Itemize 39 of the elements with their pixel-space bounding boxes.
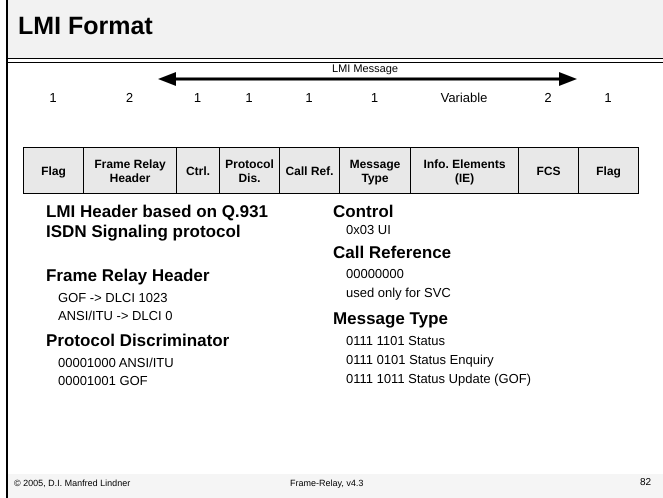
sub-point: GOF -> DLCI 1023 [58,290,168,306]
bullet-point: Frame Relay Header [46,266,210,286]
field-length: 1 [304,90,314,105]
sub-point: ANSI/ITU -> DLCI 0 [58,308,174,324]
footer-text: © 2005, D.I. Manfred Lindner [14,478,130,488]
bullet-point: Message Type [333,309,449,329]
field-length: 1 [603,90,613,105]
frame-field-cell: Flag [23,147,84,194]
span-label: LMI Message [330,63,400,75]
sub-point: 0111 1101 Status [346,333,446,349]
bullet-point: Control [333,202,394,222]
sub-point: 0x03 UI [346,222,392,238]
field-length: 1 [244,90,254,105]
sub-point: used only for SVC [346,285,452,301]
bullet-point: Call Reference [333,243,452,263]
bullet-point: Protocol Discriminator [46,331,230,351]
frame-field-cell: Frame Relay Header [83,147,177,194]
page-number: 82 [640,477,652,488]
frame-field-cell: Info. Elements (IE) [410,147,519,194]
frame-field-cell: Call Ref. [279,147,340,194]
field-length: 2 [124,90,134,105]
frame-field-cell: Message Type [339,147,411,194]
field-length: 2 [543,90,553,105]
sub-point: 00001001 GOF [58,373,149,389]
sub-point: 00000000 [346,266,405,282]
field-length: 1 [192,90,202,105]
slide-title: LMI Format [18,12,153,41]
sub-point: 0111 0101 Status Enquiry [346,352,495,368]
frame-field-cell: Protocol Dis. [219,147,280,194]
sub-point: 00001000 ANSI/ITU [58,355,175,371]
footer-text: Frame-Relay, v4.3 [290,478,364,488]
field-length: Variable [440,90,488,105]
field-length: 1 [370,90,380,105]
sub-point: 0111 1011 Status Update (GOF) [346,371,532,387]
frame-field-cell: Ctrl. [176,147,220,194]
frame-field-cell: Flag [578,147,639,194]
bullet-point: LMI Header based on Q.931 ISDN Signaling protocol [46,202,270,242]
frame-field-cell: FCS [518,147,579,194]
field-length: 1 [48,90,58,105]
